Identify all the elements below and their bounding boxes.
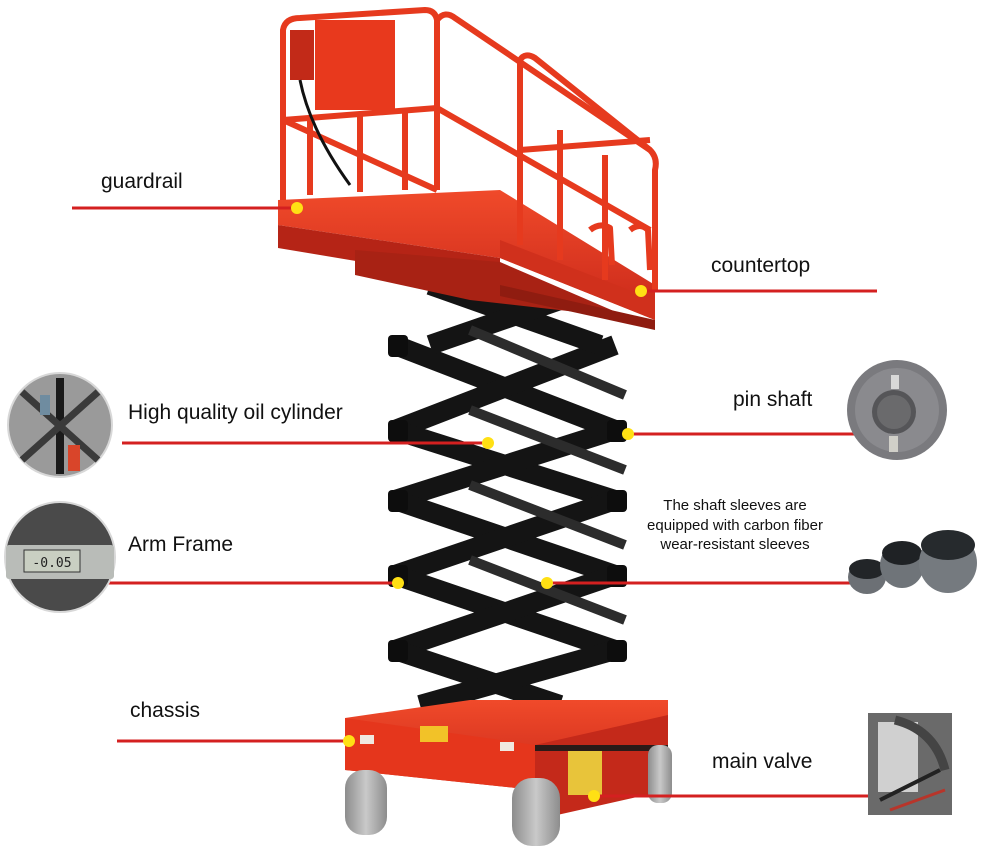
- control-panel: [315, 20, 395, 110]
- sleeves-photo: [848, 530, 977, 594]
- warning-label: [420, 726, 448, 742]
- marker-shaft-sleeves: [541, 577, 553, 589]
- main-valve-photo: [868, 713, 952, 815]
- marker-oil-cylinder: [482, 437, 494, 449]
- callout-lines: [72, 206, 877, 798]
- marker-main-valve: [588, 790, 600, 802]
- pin-shaft-photo: [847, 360, 947, 460]
- label-countertop: countertop: [711, 254, 811, 277]
- marker-countertop: [635, 285, 647, 297]
- label-shaft-sleeves-line-1: The shaft sleeves are: [663, 497, 807, 514]
- label-shaft-sleeves-line-2: equipped with carbon fiber: [647, 516, 823, 534]
- guardrail: [280, 7, 659, 290]
- label-oil-cylinder: High quality oil cylinder: [128, 401, 343, 424]
- svg-text:-0.05: -0.05: [32, 556, 71, 571]
- label-guardrail: guardrail: [101, 170, 183, 193]
- label-arm-frame: Arm Frame: [128, 533, 233, 556]
- label-pin-shaft: pin shaft: [733, 388, 813, 411]
- chassis: [345, 700, 668, 820]
- label-chassis: chassis: [130, 699, 201, 722]
- marker-guardrail: [291, 202, 303, 214]
- platform: [278, 190, 655, 330]
- oil-cylinder-photo: [7, 372, 113, 478]
- callout-markers: [291, 202, 647, 802]
- marker-chassis: [343, 735, 355, 747]
- control-label: [568, 750, 602, 795]
- caliper-measurement-photo: -0.05: [4, 501, 116, 613]
- label-shaft-sleeves: The shaft sleeves are equipped with carb…: [620, 496, 850, 555]
- label-main-valve: main valve: [712, 750, 813, 773]
- marker-pin-shaft: [622, 428, 634, 440]
- wheels: [345, 745, 672, 846]
- marker-arm-frame: [392, 577, 404, 589]
- label-shaft-sleeves-line-3: wear-resistant sleeves: [660, 536, 810, 553]
